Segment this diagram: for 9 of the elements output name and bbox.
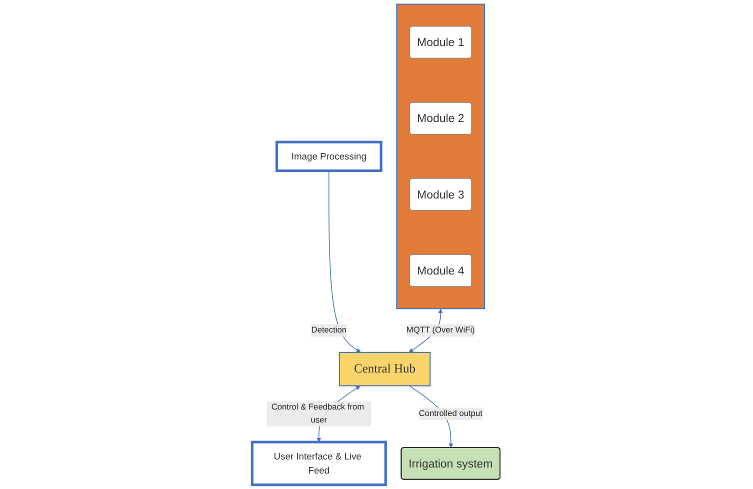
edge-label: Controlled output — [419, 409, 483, 418]
cluster — [396, 4, 486, 310]
node-box: Central Hub — [339, 352, 432, 386]
edge-label: MQTT (Over WiFi) — [406, 326, 476, 335]
edge-label: Detection — [312, 326, 347, 335]
node-box: Image Processing — [276, 140, 383, 172]
node-box: User Interface & Live Feed — [251, 440, 388, 486]
edge-label: Control & Feedback from user — [272, 402, 365, 424]
arrow — [328, 170, 362, 353]
